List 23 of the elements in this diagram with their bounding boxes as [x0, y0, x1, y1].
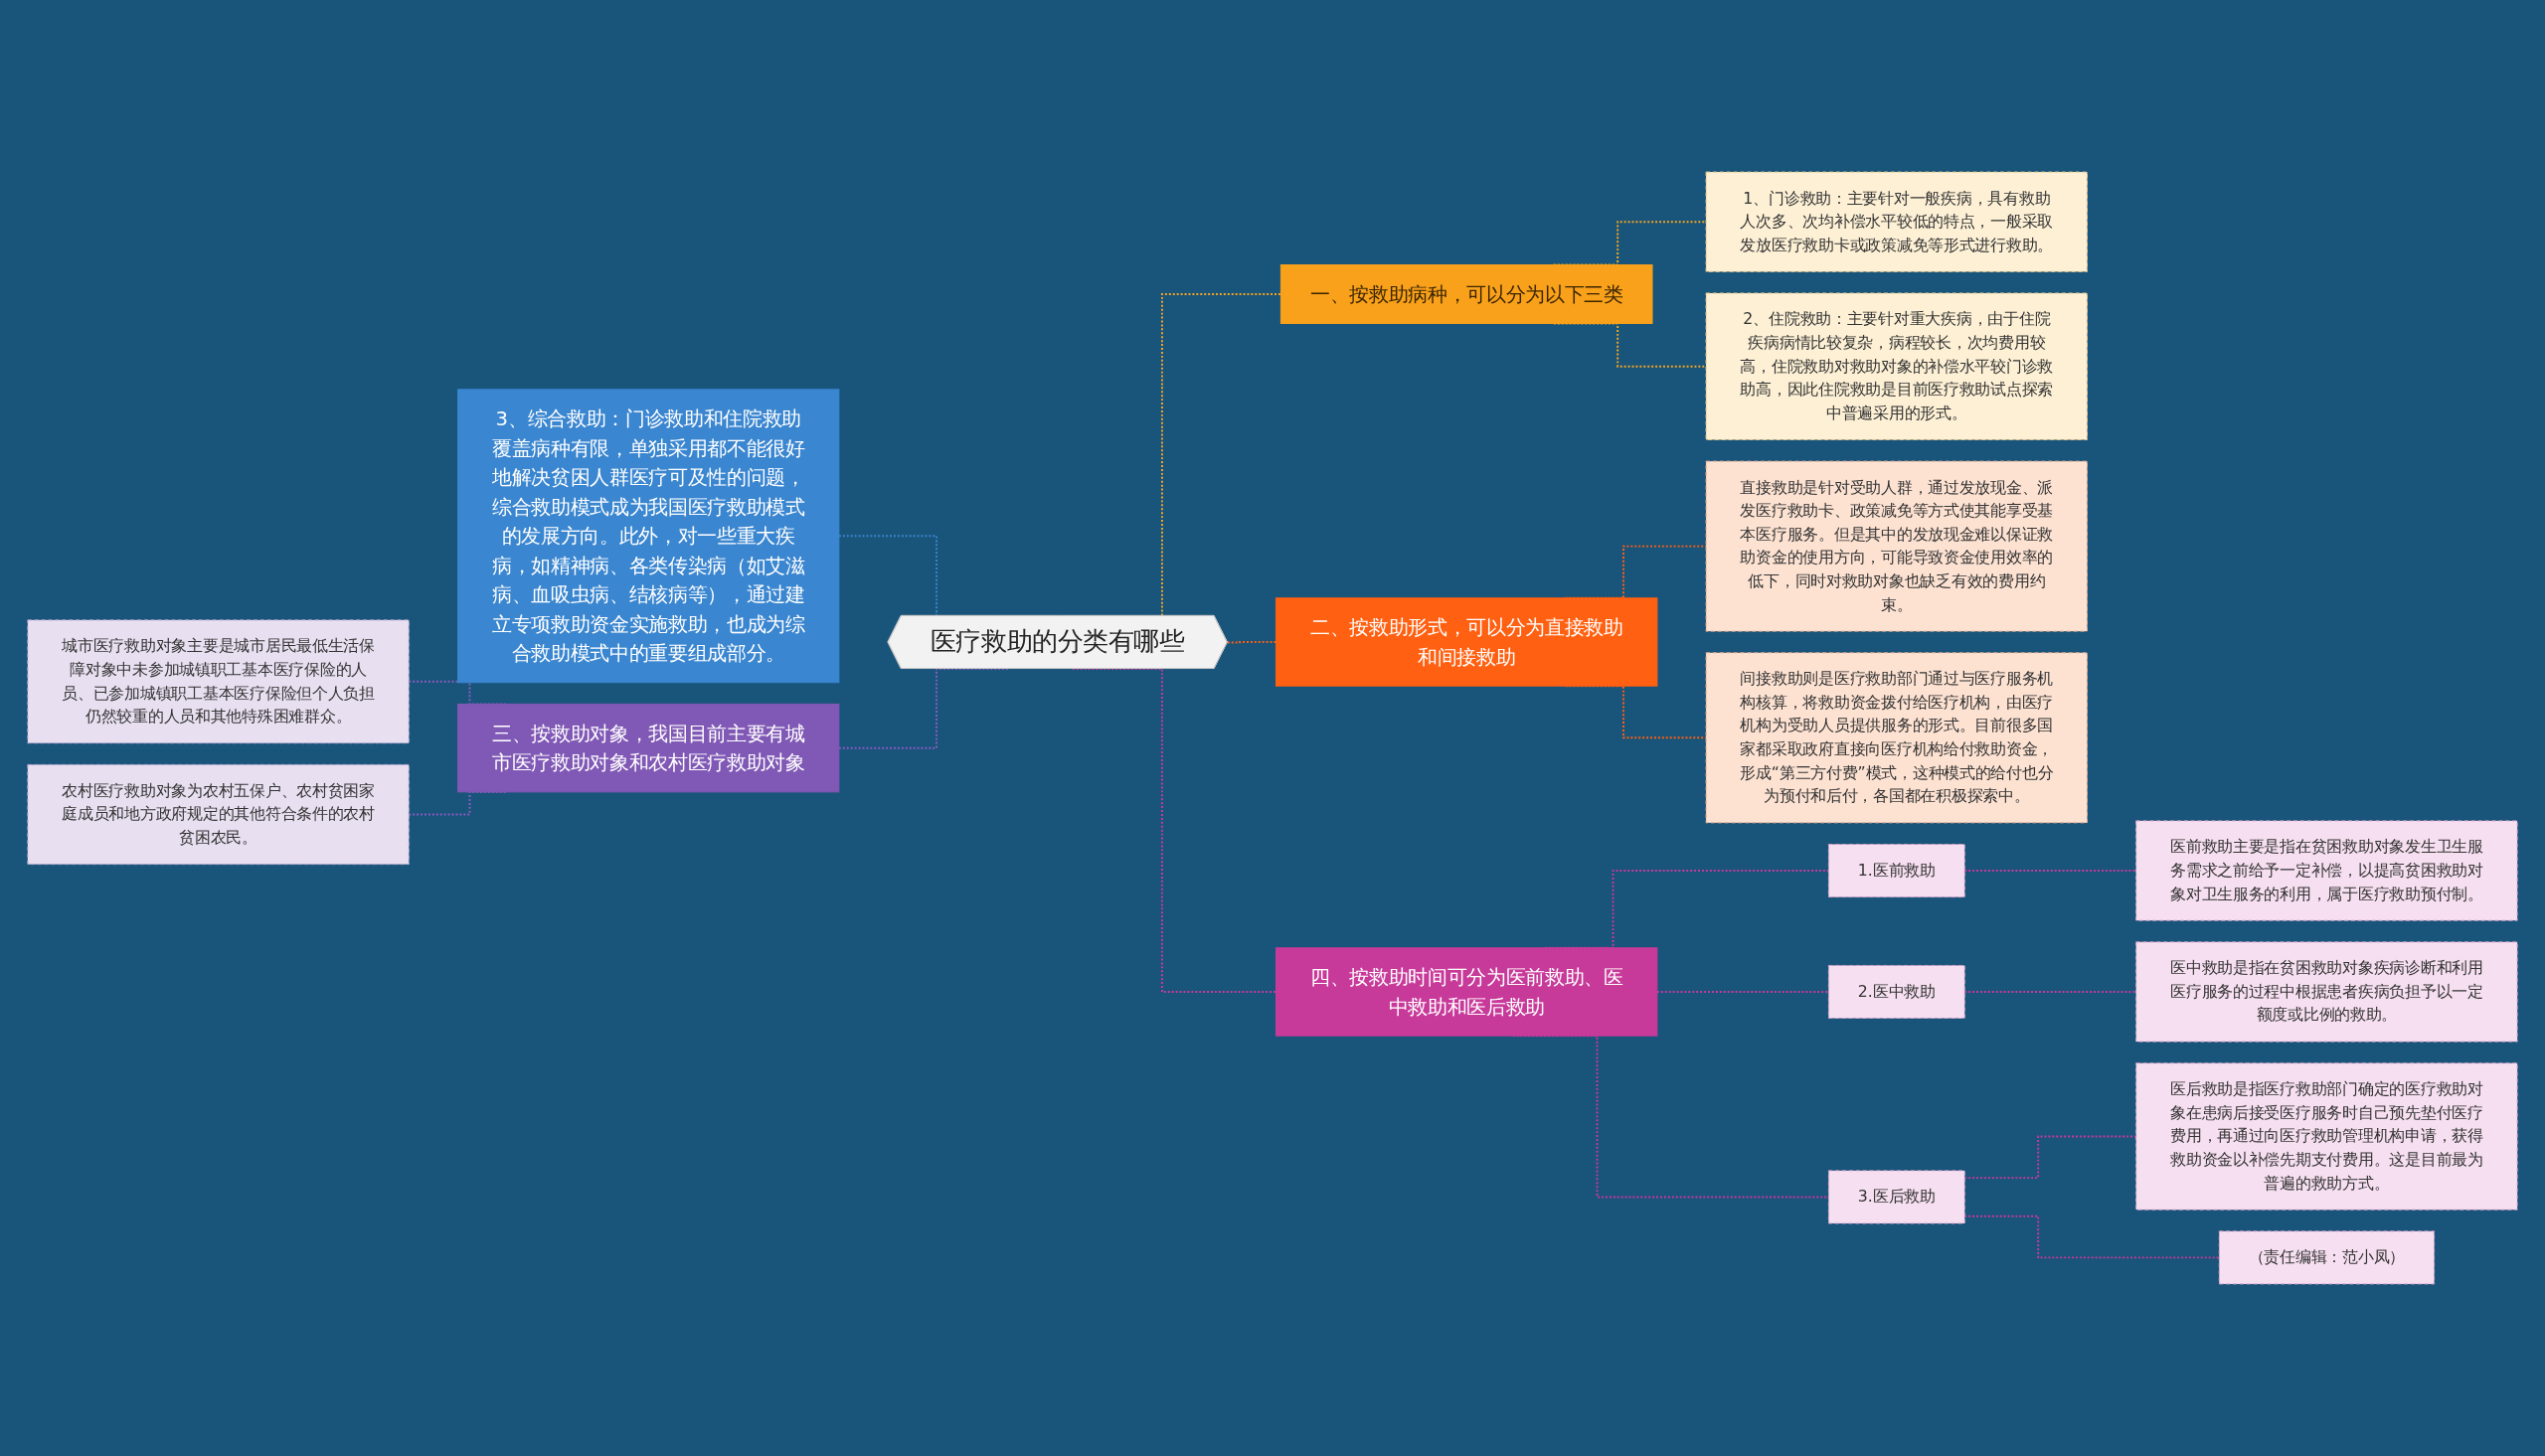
node-box: 医中救助是指在贫困救助对象疾病诊断和利用医疗服务的过程中根据患者疾病负担予以一定额度或比例的救助。: [2135, 941, 2518, 1043]
node-box: 直接救助是针对受助人群，通过发放现金、派发医疗救助卡、政策减免等方式使其能享受基本医疗服务。但是其中的发放现金难以保证救助资金的使用方向，可能导致资金使用效率的低下，同时对救助对象也缺乏有效的费用约束。: [1705, 460, 2088, 632]
node-box: 三、按救助对象，我国目前主要有城市医疗救助对象和农村医疗救助对象: [457, 703, 840, 793]
node-box: 3.医后救助: [1827, 1170, 1965, 1224]
node-box: 2、住院救助：主要针对重大疾病，由于住院疾病病情比较复杂，病程较长，次均费用较高，住院救助对救助对象的补偿水平较门诊救助高，因此住院救助是目前医疗救助试点探索中普遍采用的形式。: [1705, 292, 2088, 440]
node-box: 2.医中救助: [1827, 964, 1965, 1019]
node-box: 二、按救助形式，可以分为直接救助和间接救助: [1275, 597, 1658, 687]
node-box: （责任编辑：范小凤）: [2218, 1230, 2436, 1285]
node-box: 医前救助主要是指在贫困救助对象发生卫生服务需求之前给予一定补偿，以提高贫困救助对象对卫生服务的利用，属于医疗救助预付制。: [2135, 820, 2518, 921]
node-box: 四、按救助时间可分为医前救助、医中救助和医后救助: [1275, 947, 1658, 1037]
node-box: 一、按救助病种，可以分为以下三类: [1279, 264, 1653, 324]
connector: [1963, 990, 2137, 993]
connector: [1655, 990, 1830, 993]
node-box: 城市医疗救助对象主要是城市居民最低生活保障对象中未参加城镇职工基本医疗保险的人员、已参加城镇职工基本医疗保险但个人负担仍然较重的人员和其他特殊困难群众。: [27, 619, 410, 744]
node-box: 医后救助是指医疗救助部门确定的医疗救助对象在患病后接受医疗服务时自己预先垫付医疗费用，再通过向医疗救助管理机构申请，获得救助资金以补偿先期支付费用。这是目前最为普遍的救助方式。: [2135, 1062, 2518, 1211]
node-box: 1、门诊救助：主要针对一般疾病，具有救助人次多、次均补偿水平较低的特点，一般采取发放医疗救助卡或政策减免等形式进行救助。: [1705, 171, 2088, 272]
connector: [1963, 1214, 2221, 1259]
connector: [1963, 870, 2137, 873]
node-box: 间接救助则是医疗救助部门通过与医疗服务机构核算，将救助资金拨付给医疗机构，由医疗机构为受助人员提供服务的形式。目前很多国家都采取政府直接向医疗机构给付救助资金，形成“第三方付费”模式，这种模式的给付也分为预付和后付，各国都在积极探索中。: [1705, 652, 2088, 824]
node-box: 农村医疗救助对象为农村五保户、农村贫困家庭成员和地方政府规定的其他符合条件的农村贫困农民。: [27, 763, 410, 866]
node-box: 1.医前救助: [1827, 844, 1965, 898]
node-box: 3、综合救助：门诊救助和住院救助覆盖病种有限，单独采用都不能很好地解决贫困人群医疗可及性的问题，综合救助模式成为我国医疗救助模式的发展方向。此外，对一些重大疾病，如精神病、各类传染病（如艾滋病、血吸虫病、结核病等），通过建立专项救助资金实施救助，也成为综合救助模式中的重要组成部分。: [457, 389, 840, 684]
connector: [1226, 641, 1277, 644]
